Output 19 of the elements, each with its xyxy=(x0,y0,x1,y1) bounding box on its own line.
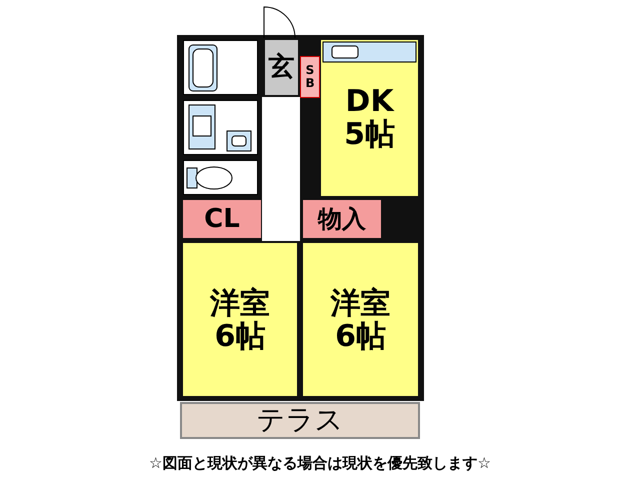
room-name: DK xyxy=(345,85,394,118)
room-size: 5帖 xyxy=(344,118,395,151)
room-name: テラス xyxy=(256,405,344,436)
room-name: 玄 xyxy=(268,53,294,82)
room-size: 6帖 xyxy=(335,320,386,352)
closet xyxy=(183,200,261,238)
room-name: 物入 xyxy=(318,206,366,232)
room-name: CL xyxy=(204,204,240,234)
room-size: 6帖 xyxy=(214,320,266,352)
room-name: 洋室 xyxy=(330,286,390,320)
storage-closet xyxy=(303,200,381,238)
entrance-area xyxy=(265,40,298,95)
room-name: 洋室 xyxy=(210,286,270,320)
terrace xyxy=(180,402,420,439)
room-name: S B xyxy=(306,64,314,90)
shoe-cabinet xyxy=(300,56,320,98)
bedroom xyxy=(303,243,418,396)
note-text: ☆図面と現状が異なる場合は現状を優先致します☆ xyxy=(149,454,491,472)
bedroom xyxy=(183,243,297,396)
